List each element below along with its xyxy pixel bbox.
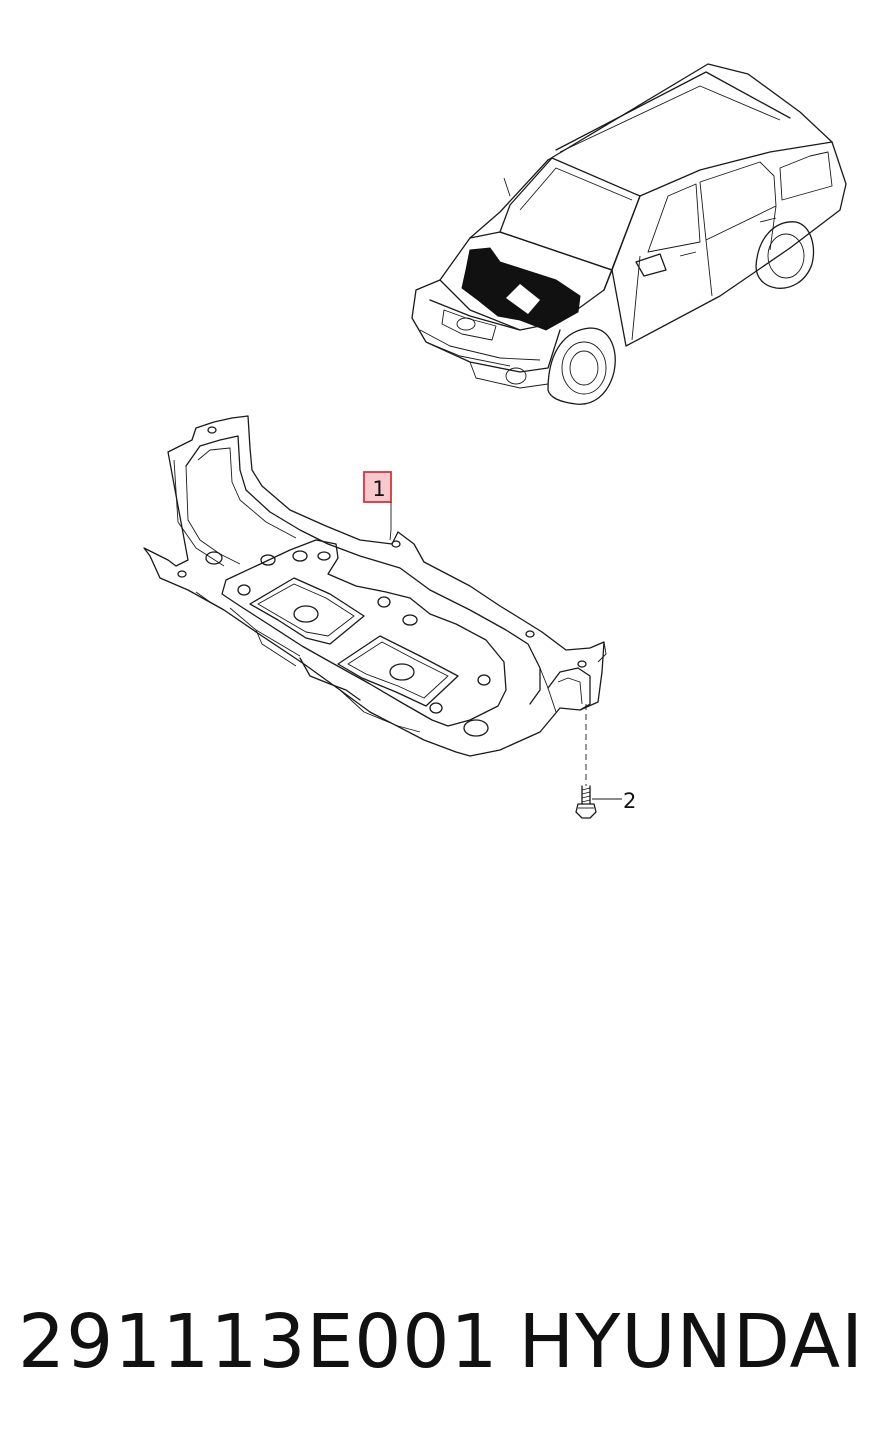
callout-1-highlight (363, 471, 392, 503)
under-cover-illustration (143, 415, 607, 757)
callout-2-label: 2 (623, 789, 636, 813)
part-footer: 291113E001 HYUNDAI (0, 1298, 886, 1398)
callout-1-label: 1 (372, 477, 385, 501)
part-number: 291113E001 (18, 1299, 499, 1385)
callout-1[interactable]: 1 (363, 471, 392, 541)
callout-1-leader (389, 502, 392, 541)
bolt-illustration (575, 704, 597, 819)
callout-2[interactable]: 2 (592, 789, 636, 813)
parts-diagram: 1 2 (143, 63, 847, 819)
brand-name: HYUNDAI (518, 1299, 864, 1385)
vehicle-locator-illustration (411, 63, 847, 405)
